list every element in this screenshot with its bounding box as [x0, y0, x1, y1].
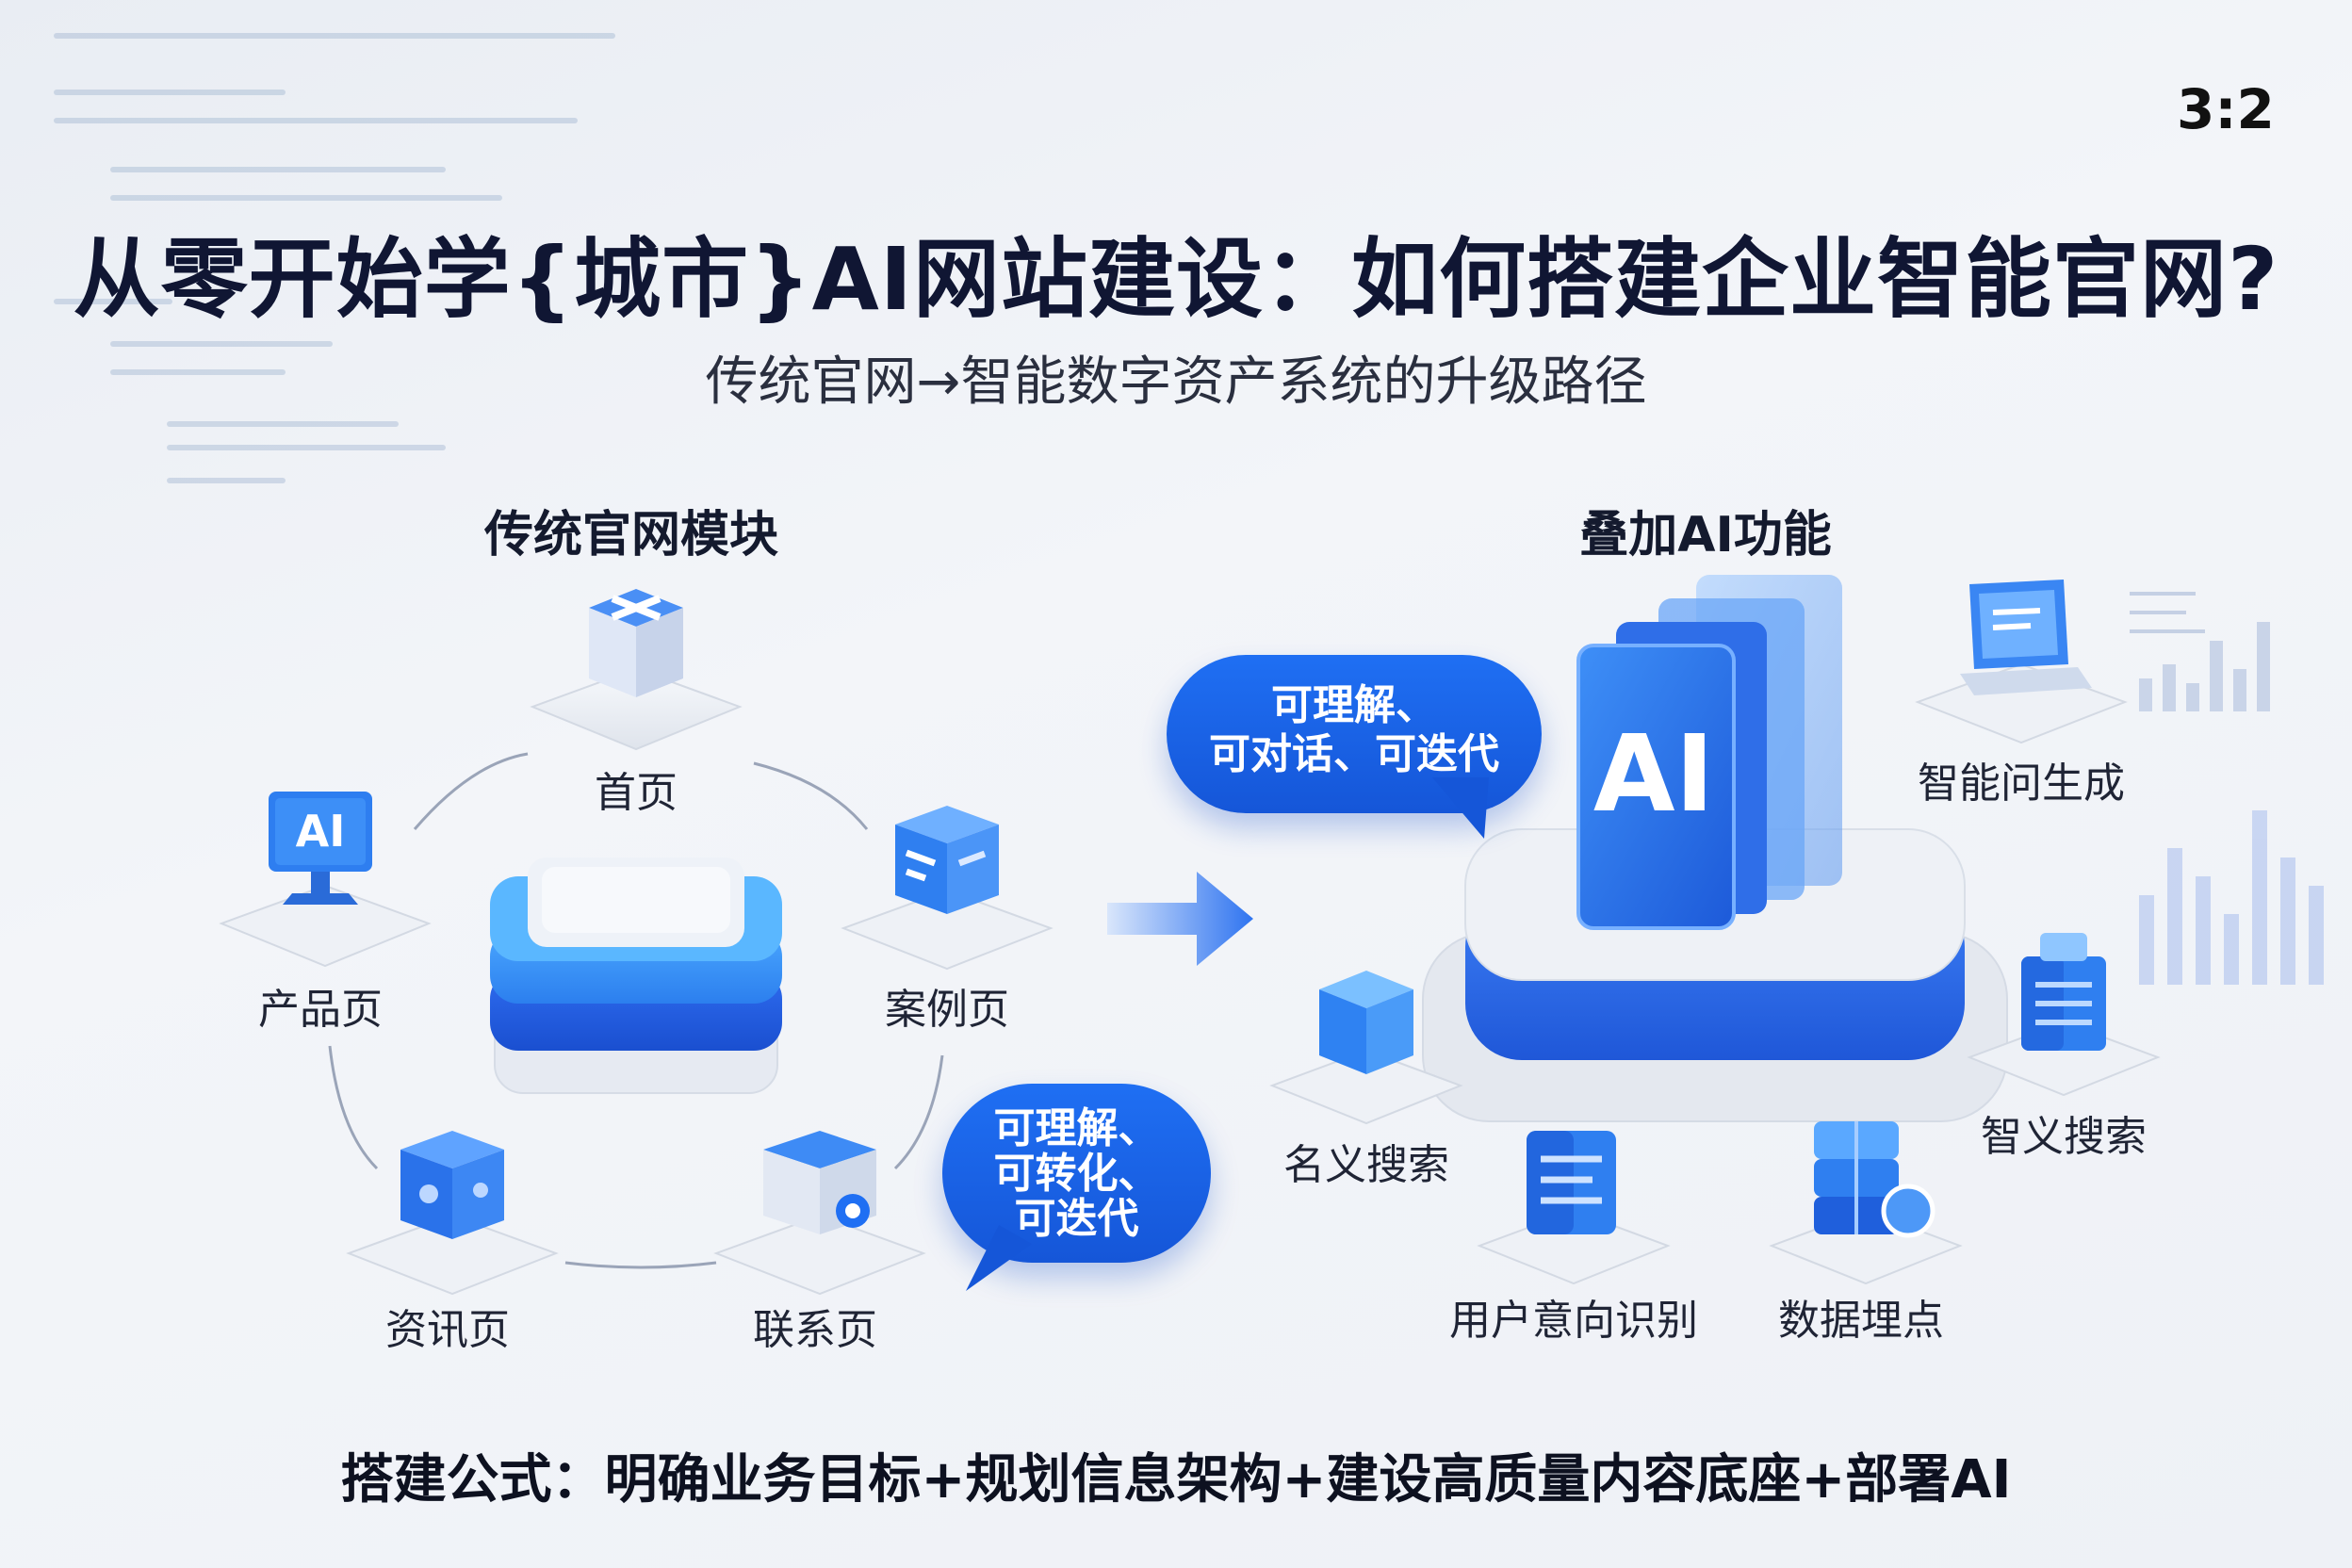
left-speech-bubble: 可理解、 可转化、 可迭代 [942, 1084, 1211, 1263]
product-node-icon: AI [219, 792, 432, 968]
build-formula: 搭建公式：明确业务目标+规划信息架构+建设高质量内容底座+部署AI [340, 1449, 2012, 1511]
node-label-product: 产品页 [258, 986, 383, 1034]
smart-search-node-icon [1967, 933, 2161, 1097]
left-bubble-line-2: 可转化、 [993, 1150, 1160, 1198]
data-tracking-node-icon [1769, 1121, 1963, 1285]
right-section-heading: 叠加AI功能 [1579, 507, 1832, 564]
home-node-icon [530, 589, 743, 751]
ai-core-platform: AI [1422, 575, 2008, 1122]
node-label-home: 首页 [595, 769, 678, 817]
right-bubble-line-1: 可理解、 [1271, 681, 1437, 729]
left-bubble-line-1: 可理解、 [993, 1104, 1160, 1152]
right-bubble-tail [1432, 777, 1489, 839]
left-bubble-tail [966, 1225, 1032, 1291]
node-label-news: 资讯页 [385, 1306, 510, 1354]
user-intent-node-icon [1477, 1131, 1671, 1285]
semantic-search-node-icon [1269, 971, 1463, 1125]
page-title: 从零开始学{城市}AI网站建设：如何搭建企业智能官网? [73, 229, 2279, 330]
background-bar-chart-top [2130, 592, 2270, 711]
background-code-lines [54, 33, 615, 483]
background-bar-chart-bottom [2139, 810, 2324, 985]
ai-core-text: AI [1593, 713, 1714, 836]
case-node-icon [841, 806, 1054, 971]
node-label-contact: 联系页 [753, 1306, 877, 1354]
transition-arrow-icon [1107, 872, 1253, 966]
node-label-semantic-search: 名义搜索 [1283, 1141, 1449, 1189]
node-label-qa-generation: 智能问生成 [1918, 760, 2125, 808]
left-section-heading: 传统官网模块 [483, 507, 778, 564]
node-label-case: 案例页 [885, 986, 1009, 1034]
left-bubble-line-3: 可迭代 [1014, 1195, 1139, 1243]
news-node-icon [346, 1131, 559, 1296]
right-bubble-line-2: 可对话、可迭代 [1209, 730, 1499, 778]
contact-node-icon [713, 1131, 926, 1296]
central-platform-stack [490, 858, 782, 1094]
node-label-smart-search: 智义搜索 [1981, 1113, 2147, 1161]
product-icon-text: AI [296, 806, 346, 857]
page-subtitle: 传统官网→智能数字资产系统的升级路径 [705, 351, 1647, 413]
qa-generation-node-icon [1915, 580, 2128, 744]
node-label-user-intent: 用户意向识别 [1449, 1297, 1698, 1345]
node-label-data-tracking: 数据埋点 [1778, 1297, 1944, 1345]
aspect-ratio-badge: 3:2 [2177, 77, 2275, 141]
